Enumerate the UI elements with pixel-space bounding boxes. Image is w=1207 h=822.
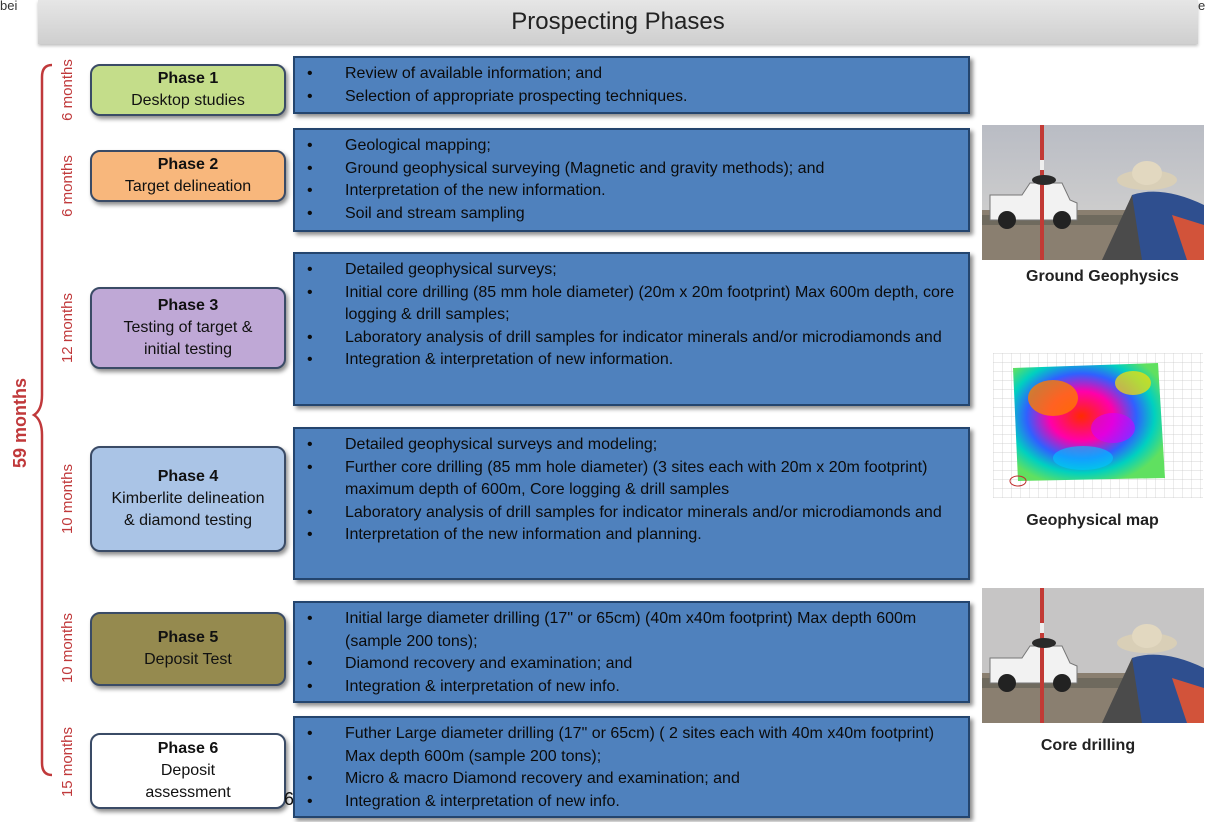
total-duration-label: 59 months (10, 377, 30, 469)
phase-3-title: Phase 3 (157, 297, 219, 314)
phase-3-bullet: Initial core drilling (85 mm hole diamet… (307, 282, 956, 327)
geophysical-map-image-icon (993, 353, 1203, 498)
caption-geophysical-map: Geophysical map (1026, 512, 1159, 529)
field-survey-photo-icon (982, 588, 1204, 723)
phase-6-title: Phase 6 (157, 740, 219, 757)
phase-4-description: Detailed geophysical surveys and modelin… (293, 427, 970, 580)
phase-1-title: Phase 1 (157, 70, 219, 87)
phase-4-name: Kimberlite delineation & diamond testing (111, 490, 265, 529)
cut-off-text-right: e (1198, 0, 1206, 13)
phase-5-name: Deposit Test (144, 651, 232, 668)
phase-6-box: Phase 6 Deposit assessment (90, 733, 286, 809)
timeline-brace (31, 63, 53, 777)
duration-label-phase-6: 15 months (59, 726, 76, 798)
phase-6-bullet: Futher Large diameter drilling (17" or 6… (307, 723, 956, 768)
phase-2-title: Phase 2 (157, 156, 219, 173)
phase-3-bullet: Integration & interpretation of new info… (307, 349, 956, 372)
duration-label-phase-3: 12 months (59, 292, 76, 364)
phase-2-bullet: Interpretation of the new information. (307, 180, 956, 203)
phase-4-bullet: Laboratory analysis of drill samples for… (307, 502, 956, 525)
duration-label-phase-2: 6 months (59, 155, 76, 217)
phase-4-box: Phase 4 Kimberlite delineation & diamond… (90, 446, 286, 552)
phase-2-bullet: Soil and stream sampling (307, 203, 956, 226)
slide-number-overlay: 6 (284, 789, 295, 809)
phase-2-name: Target delineation (124, 178, 252, 195)
phase-3-bullet: Laboratory analysis of drill samples for… (307, 327, 956, 350)
phase-3-name: Testing of target & initial testing (123, 319, 253, 358)
phase-1-box: Phase 1 Desktop studies (90, 64, 286, 116)
phase-4-bullet: Interpretation of the new information an… (307, 524, 956, 547)
phase-1-description: Review of available information; and Sel… (293, 56, 970, 114)
title-bar: Prospecting Phases (38, 0, 1198, 44)
phase-4-bullet: Detailed geophysical surveys and modelin… (307, 434, 956, 457)
phase-5-bullet: Initial large diameter drilling (17" or … (307, 608, 956, 653)
phase-1-bullet: Selection of appropriate prospecting tec… (307, 86, 956, 109)
phase-1-name: Desktop studies (131, 92, 245, 109)
page-title: Prospecting Phases (511, 8, 725, 35)
phase-6-bullet: Micro & macro Diamond recovery and exami… (307, 768, 956, 791)
duration-label-phase-4: 10 months (59, 463, 76, 535)
phase-2-description: Geological mapping; Ground geophysical s… (293, 128, 970, 232)
phase-5-bullet: Diamond recovery and examination; and (307, 653, 956, 676)
phase-2-bullet: Geological mapping; (307, 135, 956, 158)
caption-core-drilling: Core drilling (1040, 737, 1136, 754)
phase-5-description: Initial large diameter drilling (17" or … (293, 601, 970, 703)
phase-4-bullet: Further core drilling (85 mm hole diamet… (307, 457, 956, 502)
phase-4-title: Phase 4 (157, 468, 219, 485)
phase-5-title: Phase 5 (157, 629, 219, 646)
duration-label-phase-5: 10 months (59, 612, 76, 684)
phase-6-bullet: Integration & interpretation of new info… (307, 791, 956, 814)
phase-6-description: Futher Large diameter drilling (17" or 6… (293, 716, 970, 818)
caption-ground-geophysics: Ground Geophysics (1026, 268, 1179, 285)
phase-3-description: Detailed geophysical surveys; Initial co… (293, 252, 970, 406)
geophysical-map (993, 353, 1203, 498)
phase-2-bullet: Ground geophysical surveying (Magnetic a… (307, 158, 956, 181)
field-survey-photo-icon (982, 125, 1204, 260)
phase-6-name: Deposit assessment (145, 762, 231, 801)
phase-3-bullet: Detailed geophysical surveys; (307, 259, 956, 282)
core-drilling-photo (982, 588, 1204, 723)
phase-5-box: Phase 5 Deposit Test (90, 612, 286, 686)
phase-1-bullet: Review of available information; and (307, 63, 956, 86)
phase-3-box: Phase 3 Testing of target & initial test… (90, 287, 286, 369)
ground-geophysics-photo (982, 125, 1204, 260)
cut-off-text-left: bei (0, 0, 18, 13)
phase-2-box: Phase 2 Target delineation (90, 150, 286, 202)
phase-5-bullet: Integration & interpretation of new info… (307, 676, 956, 699)
